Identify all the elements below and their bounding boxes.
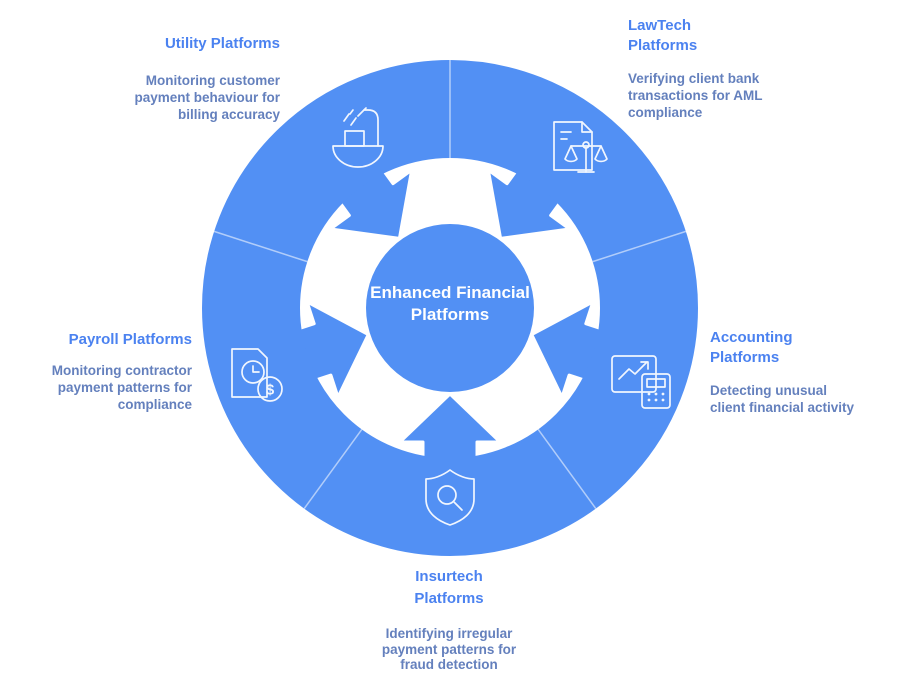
accounting-title: Accounting Platforms <box>710 329 793 366</box>
segment-label-accounting: Accounting Platforms Detecting unusual c… <box>710 328 900 416</box>
chart-calculator-icon <box>611 355 671 409</box>
lawtech-title: LawTech Platforms <box>628 17 698 54</box>
segment-label-insurtech: Insurtech Platforms Identifying irregula… <box>349 566 549 673</box>
accounting-description: Detecting unusual client financial activ… <box>710 383 855 415</box>
lawtech-description: Verifying client bank transactions for A… <box>628 71 763 120</box>
segment-label-utility: Utility Platforms Monitoring customer pa… <box>80 34 280 123</box>
insurtech-description: Identifying irregular payment patterns f… <box>381 626 517 672</box>
shield-magnifier-icon <box>425 469 475 526</box>
dollar-glyph: $ <box>266 382 275 399</box>
document-scales-icon <box>553 121 608 173</box>
center-hub <box>366 224 534 392</box>
utility-description: Monitoring customer payment behaviour fo… <box>134 73 280 122</box>
segment-dividers <box>213 60 687 510</box>
segment-label-lawtech: LawTech Platforms Verifying client bank … <box>628 16 838 121</box>
insurtech-title: Insurtech Platforms <box>414 568 484 607</box>
document-clock-dollar-icon: $ <box>231 348 283 402</box>
bathtub-shower-icon <box>332 107 384 168</box>
payroll-description: Monitoring contractor payment patterns f… <box>51 363 192 412</box>
segment-label-payroll: Payroll Platforms Monitoring contractor … <box>30 330 192 413</box>
payroll-title: Payroll Platforms <box>68 331 192 348</box>
utility-title: Utility Platforms <box>164 35 280 52</box>
